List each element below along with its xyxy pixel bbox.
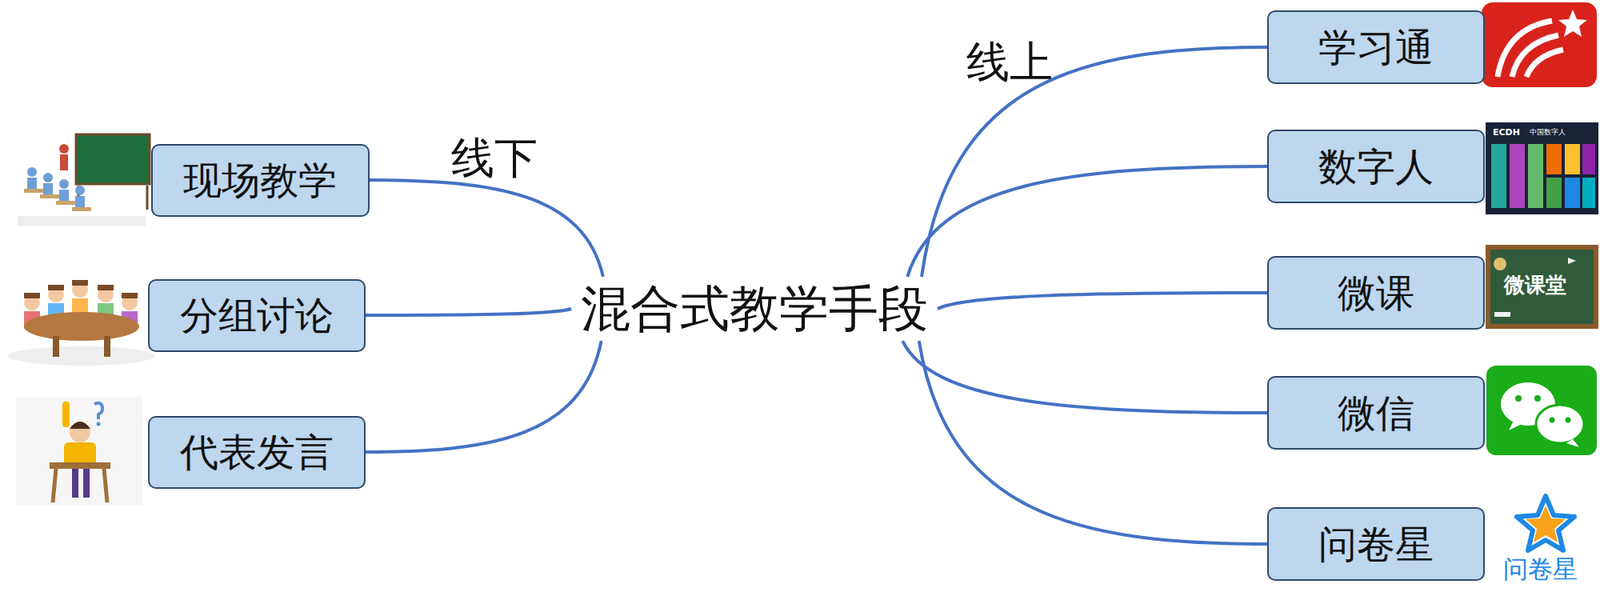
branch-line — [907, 166, 1268, 277]
board-title: 微课堂 — [1504, 273, 1567, 297]
node-text: 问卷星 — [1318, 523, 1434, 566]
branch-line — [937, 292, 1268, 309]
logo-text: 问卷星 — [1503, 555, 1578, 583]
group-label: 线下 — [451, 134, 538, 182]
branch-line — [365, 340, 602, 452]
online-tool-box: 数字人 — [1267, 129, 1485, 204]
online-tool-box: 微信 — [1267, 376, 1485, 450]
branch-line — [902, 340, 1268, 413]
digital-human-screen — [1485, 122, 1599, 215]
node-text: 现场教学 — [183, 159, 337, 202]
node-text: 混合式教学手段 — [580, 281, 928, 336]
wechat-logo — [1486, 365, 1597, 456]
group-label: 线上 — [966, 38, 1053, 86]
group-discussion-icon — [8, 280, 156, 366]
node-text: 数字人 — [1318, 145, 1434, 188]
offline-method-box: 分组讨论 — [148, 279, 366, 352]
xuexitong-logo — [1481, 2, 1597, 88]
branch-line — [365, 308, 572, 316]
screen-title: 中国数字人 — [1529, 128, 1566, 137]
raising-hand-icon — [16, 396, 143, 506]
online-tool-box: 学习通 — [1267, 10, 1485, 84]
online-tool-box: 微课 — [1267, 256, 1485, 330]
offline-method-box: 现场教学 — [151, 144, 370, 217]
central-topic: 混合式教学手段 — [571, 276, 938, 341]
node-text: 学习通 — [1318, 26, 1434, 69]
online-tool-box: 问卷星 — [1267, 507, 1485, 581]
classroom-icon — [17, 134, 150, 226]
node-text: 微信 — [1337, 392, 1415, 435]
node-text: 分组讨论 — [180, 294, 334, 337]
branch-line — [369, 180, 604, 277]
node-text: 微课 — [1337, 272, 1415, 315]
offline-method-box: 代表发言 — [148, 416, 366, 489]
screen-title: ECDH — [1492, 128, 1520, 138]
branch-line — [919, 340, 1268, 544]
wenjuanxing-star — [1516, 496, 1575, 551]
node-text: 代表发言 — [180, 431, 334, 474]
micro-class-board — [1485, 244, 1599, 329]
